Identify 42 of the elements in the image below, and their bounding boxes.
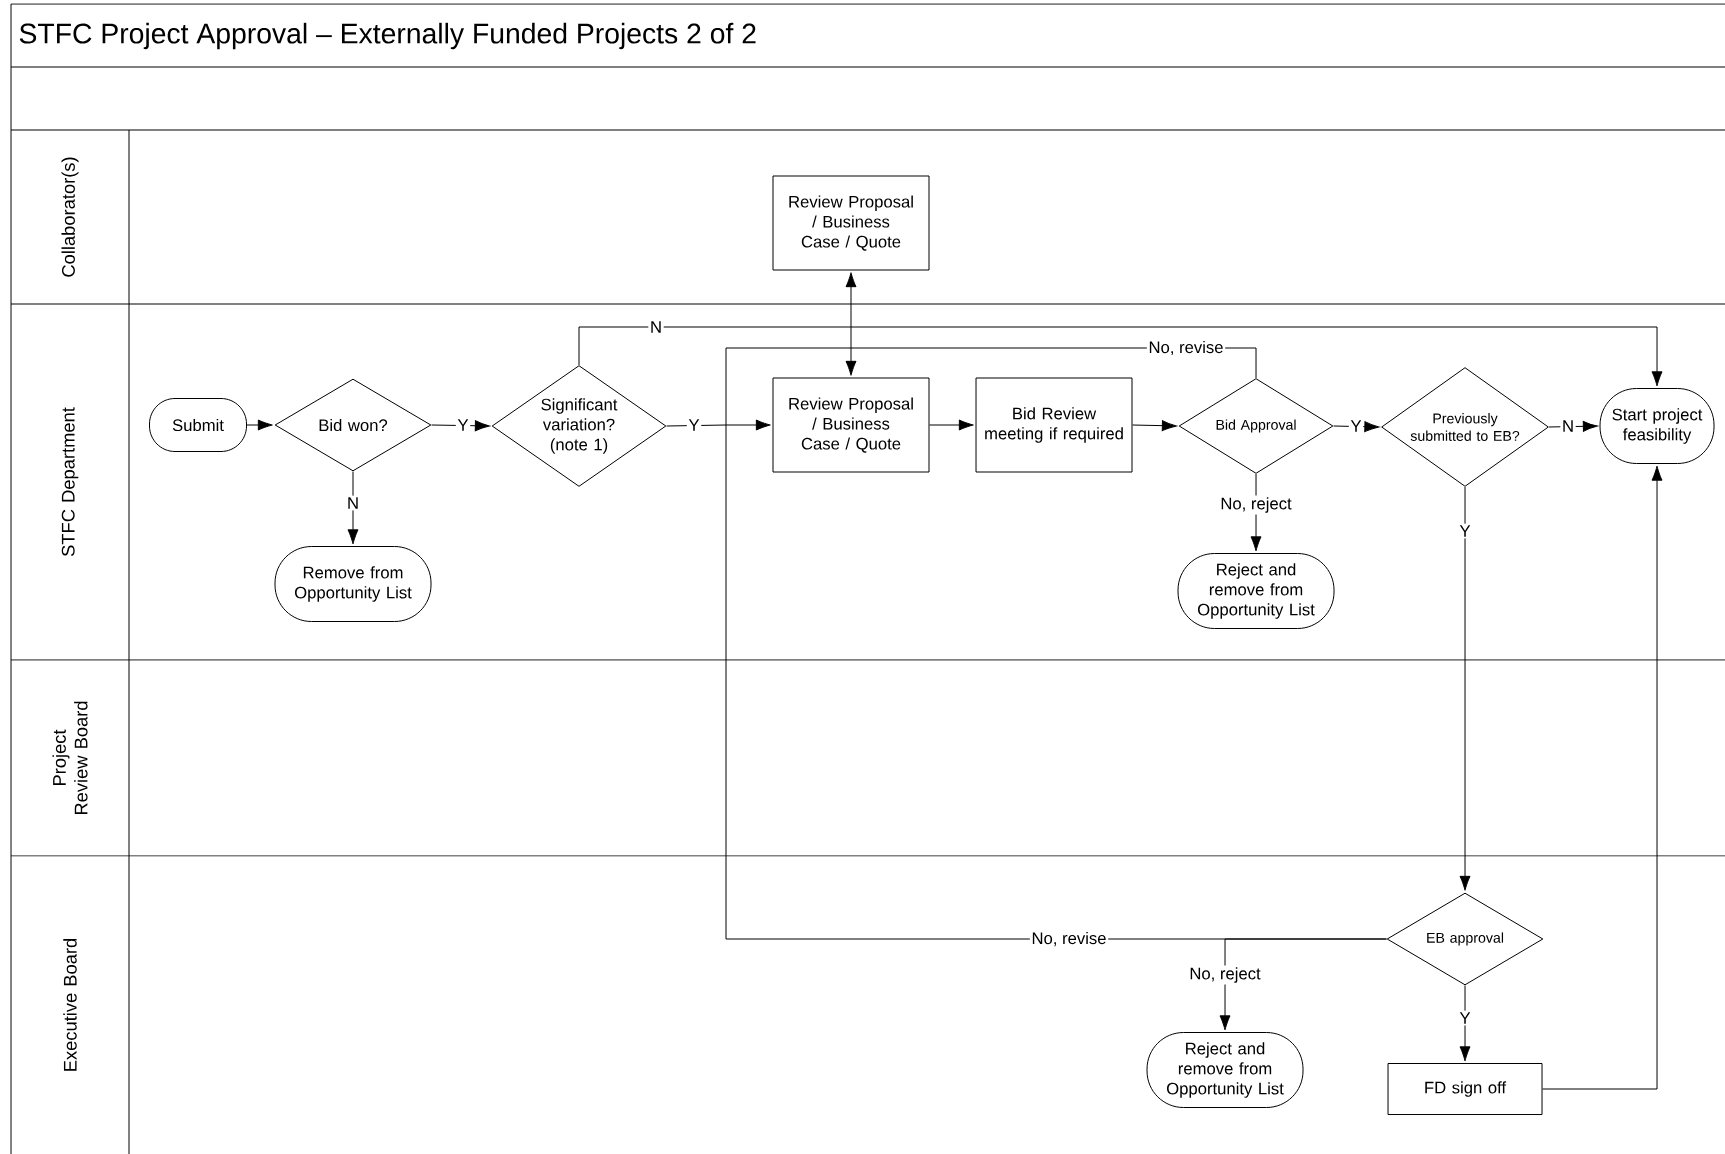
edge-label: Y <box>1348 418 1364 434</box>
edge-label: No, reject <box>1218 495 1294 515</box>
arrow <box>1459 486 1471 891</box>
process-box: Review Proposal / Business Case / Quote <box>772 175 930 271</box>
edge-label: No, reject <box>1187 965 1263 985</box>
arrow <box>1459 985 1471 1062</box>
edge-label: Y <box>1457 1010 1473 1026</box>
edge-label: No, revise <box>1146 339 1226 357</box>
arrow <box>578 326 1663 387</box>
lane-label: Collaborator(s) <box>61 157 79 277</box>
lane-label: Executive Board <box>63 938 77 1071</box>
process-box: Review Proposal / Business Case / Quote <box>772 377 930 473</box>
arrow <box>1132 420 1177 432</box>
terminal-box: Remove from Opportunity List <box>274 546 432 622</box>
edge-label: N <box>1560 418 1576 434</box>
arrow <box>929 419 974 431</box>
arrow <box>246 419 273 431</box>
title: STFC Project Approval – Externally Funded Projects 2 of 2 <box>19 22 756 50</box>
arrow <box>1542 465 1663 1090</box>
lane-label: STFC Department <box>61 407 79 557</box>
terminal-box: Reject and remove from Opportunity List <box>1177 553 1335 629</box>
edge-label: Y <box>455 417 471 433</box>
edge-label: Y <box>686 417 702 433</box>
arrow <box>845 272 857 376</box>
process-box: Bid Review meeting if required <box>975 377 1133 473</box>
arrow <box>1219 938 1387 1031</box>
edge-label: Y <box>1457 523 1473 539</box>
arrow <box>1333 421 1380 433</box>
edge-label: No, revise <box>1029 930 1109 948</box>
process-box: FD sign off <box>1387 1063 1543 1115</box>
arrow <box>1548 420 1598 432</box>
terminal-box: Start project feasibility <box>1599 388 1715 464</box>
arrow <box>431 420 490 432</box>
edge-label: N <box>345 495 361 511</box>
arrow <box>725 419 771 431</box>
lane-label: Project Review Board <box>52 701 88 815</box>
edge-label: N <box>648 319 664 335</box>
arrow <box>347 471 359 545</box>
terminal-box: Reject and remove from Opportunity List <box>1146 1032 1304 1108</box>
terminal-box: Submit <box>149 398 247 452</box>
arrow <box>1250 473 1262 552</box>
connector-line <box>666 424 727 427</box>
